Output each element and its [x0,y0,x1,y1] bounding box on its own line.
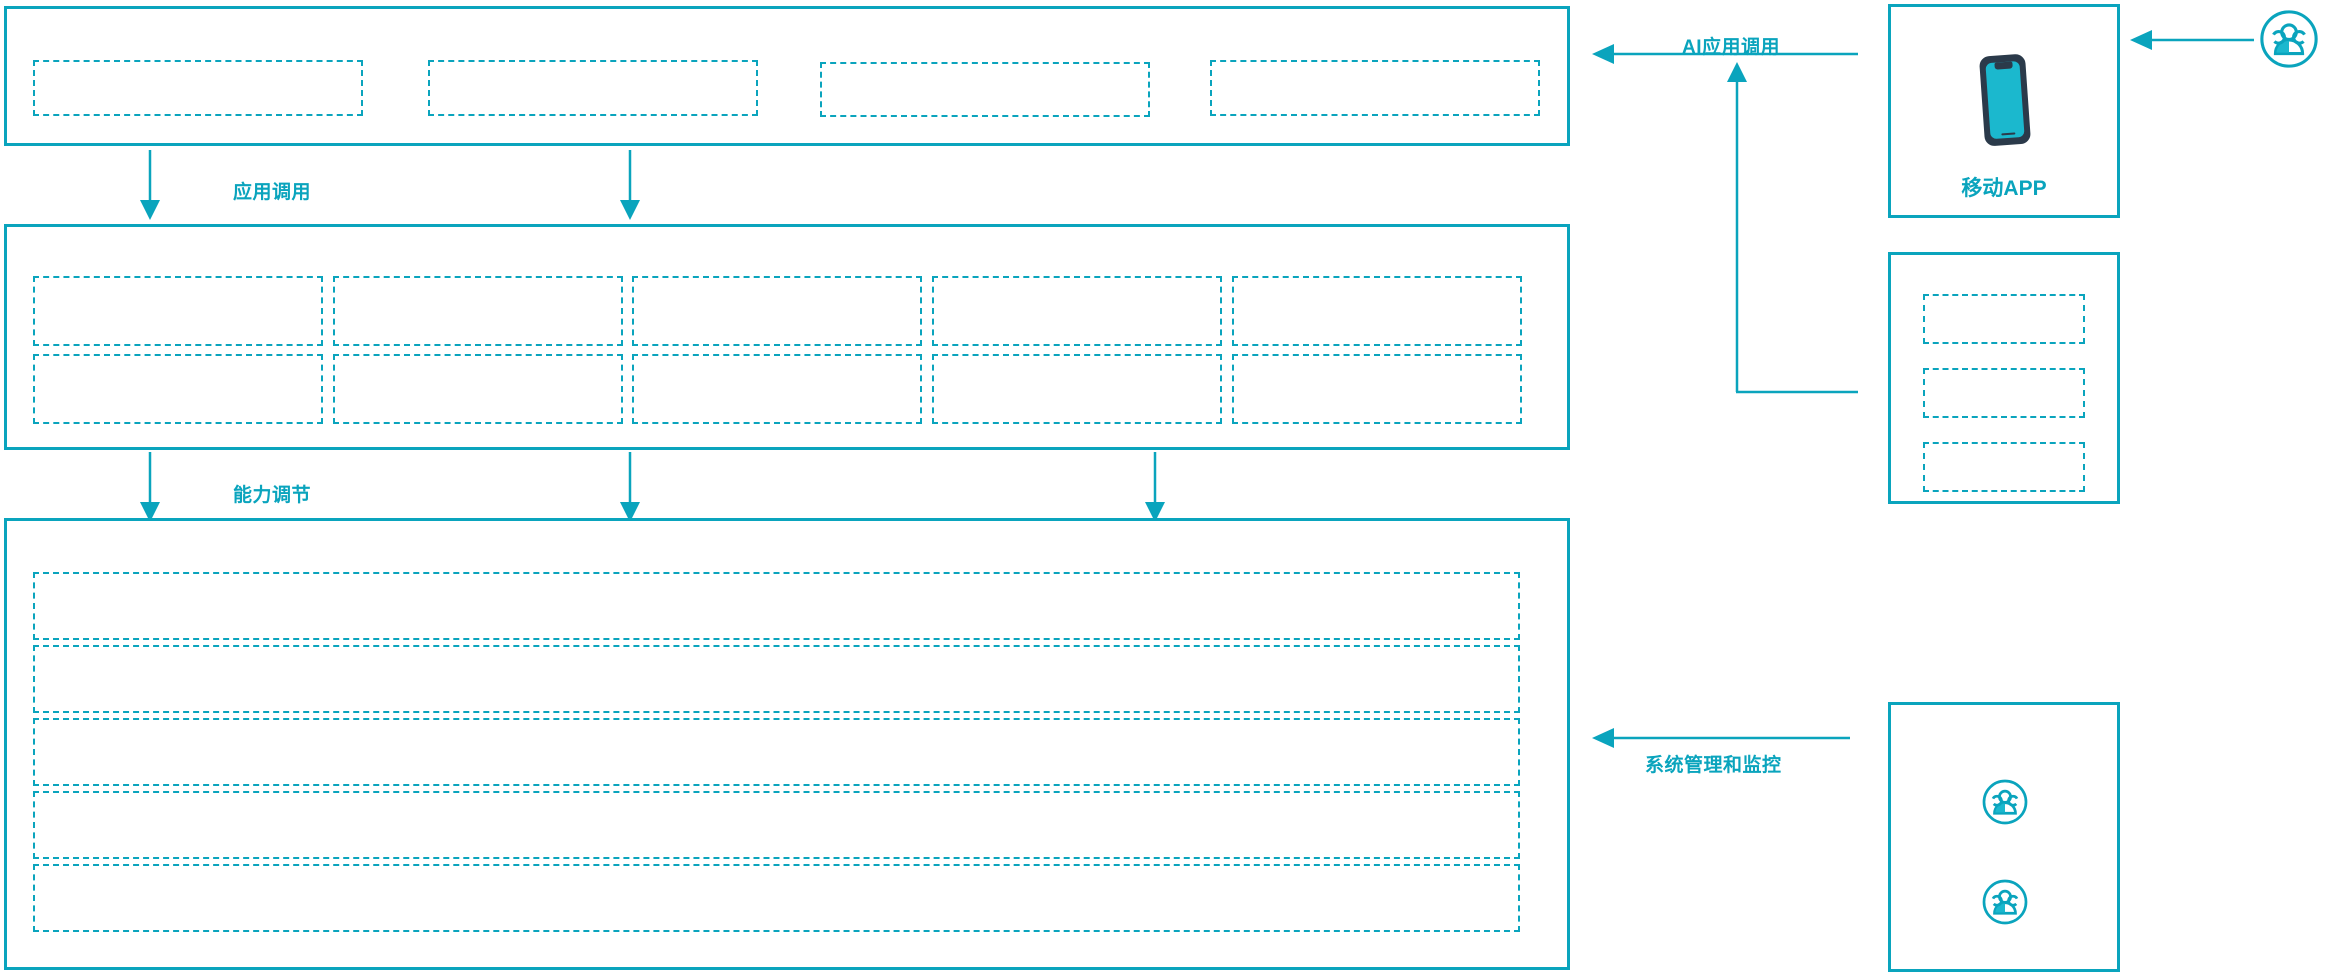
middle-panel-box-1[interactable] [1923,294,2085,344]
arrow-capability-adjust-1 [138,452,162,524]
smartphone-icon [1975,52,2037,148]
middle-panel-box-2[interactable] [1923,368,2085,418]
application-box-4[interactable] [1210,60,1540,116]
capability-box-1[interactable] [33,276,323,346]
connector-label-capability-adjust: 能力调节 [233,485,312,506]
connector-label-application-call: 应用调用 [233,182,312,203]
infrastructure-row-4[interactable] [33,791,1520,859]
application-box-2[interactable] [428,60,758,116]
infrastructure-row-5[interactable] [33,864,1520,932]
capability-box-9[interactable] [932,354,1222,424]
admin-monitor-panel[interactable] [1888,702,2120,972]
arrow-capability-adjust-2 [618,452,642,524]
arrow-capability-adjust-3 [1143,452,1167,524]
capability-box-5[interactable] [1232,276,1522,346]
capability-box-8[interactable] [632,354,922,424]
capability-box-3[interactable] [632,276,922,346]
arrow-user-to-mobile-app [2128,28,2254,52]
end-user-group-icon [2258,8,2320,70]
arrow-system-management-monitor [1590,726,1852,750]
capability-box-2[interactable] [333,276,623,346]
admin-user-group-icon-1 [1981,778,2029,826]
application-box-3[interactable] [820,62,1150,117]
admin-user-group-icon-2 [1981,878,2029,926]
infrastructure-row-2[interactable] [33,645,1520,713]
arrow-ai-application-call [1590,40,1860,400]
middle-panel-box-3[interactable] [1923,442,2085,492]
connector-label-system-management-monitor: 系统管理和监控 [1645,755,1782,776]
arrow-application-call-left [138,150,162,222]
mobile-app-panel[interactable] [1888,4,2120,218]
application-box-1[interactable] [33,60,363,116]
connector-label-ai-application-call: AI应用调用 [1682,37,1781,58]
infrastructure-row-1[interactable] [33,572,1520,640]
infrastructure-row-3[interactable] [33,718,1520,786]
mobile-app-label: 移动APP [1961,177,2047,200]
capability-box-7[interactable] [333,354,623,424]
arrow-application-call-right [618,150,642,222]
capability-box-6[interactable] [33,354,323,424]
capability-box-4[interactable] [932,276,1222,346]
capability-box-10[interactable] [1232,354,1522,424]
